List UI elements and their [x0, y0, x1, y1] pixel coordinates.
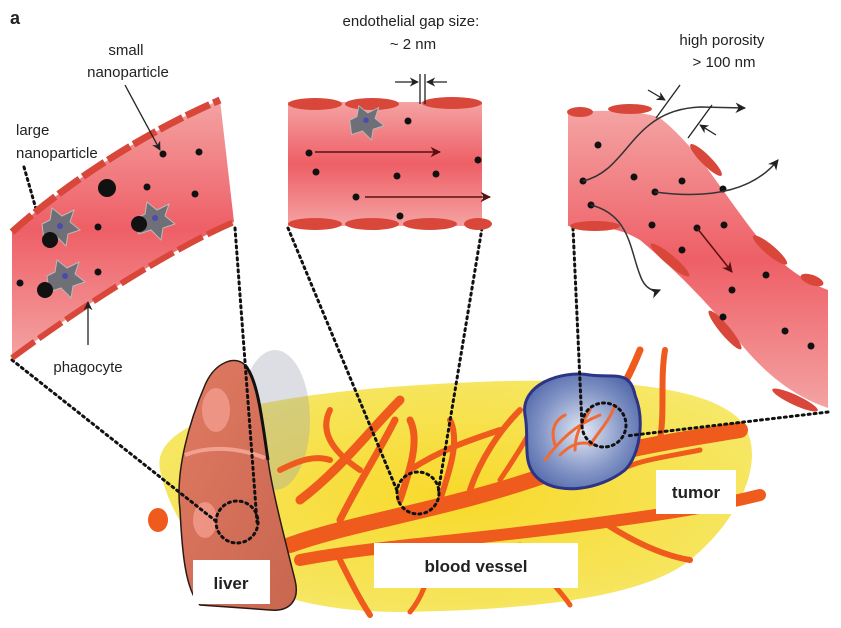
- tumor-vessel-panel: high porosity > 100 nm: [567, 32, 828, 412]
- panel-label: a: [10, 8, 21, 28]
- extravasation-arrows: [582, 102, 779, 299]
- tumor-label-box: tumor: [656, 470, 736, 514]
- phagocyte-cells: [37, 201, 177, 300]
- phagocyte-label: phagocyte: [53, 359, 122, 376]
- blood-vessel-label: blood vessel: [425, 557, 528, 576]
- tumor-label: tumor: [672, 483, 721, 502]
- tumor-zoom-circle: [580, 401, 628, 449]
- small-nanoparticle-pointer: [124, 84, 161, 151]
- endothelial-gap-label-line1: endothelial gap size:: [343, 13, 480, 30]
- porosity-indicator: [647, 84, 717, 139]
- small-nanoparticle-label-line2: nanoparticle: [87, 64, 169, 81]
- connector-vessel-right: [436, 226, 484, 495]
- tissue-scene: liver blood vessel tumor: [148, 346, 766, 618]
- connector-tumor-left: [571, 226, 584, 427]
- small-nanoparticles: [579, 141, 815, 350]
- phagocyte-cell: [37, 259, 87, 300]
- intravascular-flow-arrow: [696, 227, 733, 273]
- large-nanoparticle-label-line2: nanoparticle: [16, 145, 98, 162]
- connector-liver-right: [233, 226, 259, 524]
- liver-vessel-panel: small nanoparticle large nanoparticle ph…: [9, 42, 236, 376]
- high-porosity-label: high porosity > 100 nm: [679, 32, 768, 71]
- phagocyte-cell: [41, 207, 82, 248]
- endothelial-gap-label-line2: ~ 2 nm: [390, 36, 436, 53]
- endothelial-gap-label: endothelial gap size: ~ 2 nm: [343, 13, 484, 53]
- blood-vessel-label-box: blood vessel: [374, 543, 578, 588]
- tumor-vessel-wall: [568, 110, 828, 408]
- normal-vessel-wall: [288, 102, 482, 226]
- phagocyte-cell: [131, 201, 177, 242]
- small-nanoparticle-label: small nanoparticle: [87, 42, 169, 81]
- connector-tumor-right: [624, 410, 830, 438]
- endothelial-cells: [567, 104, 824, 412]
- normal-vessel-panel: endothelial gap size: ~ 2 nm: [288, 13, 492, 230]
- zoom-connectors: [10, 165, 830, 524]
- small-nanoparticle-label-line1: small: [108, 42, 143, 59]
- large-nanoparticle-label: large nanoparticle: [16, 122, 98, 162]
- connector-vessel-left: [286, 226, 400, 495]
- large-nanoparticle-label-line1: large: [16, 122, 49, 139]
- endothelial-gap-indicator: [395, 74, 447, 104]
- liver-label: liver: [214, 574, 249, 593]
- flow-arrows: [315, 146, 492, 203]
- small-nanoparticles: [16, 148, 203, 287]
- connector-liver-left: [10, 358, 219, 524]
- endothelial-cells: [288, 97, 492, 230]
- phagocyte-cell: [349, 104, 385, 141]
- liver-label-box: liver: [193, 560, 270, 604]
- vessel-zoom-circle: [395, 470, 441, 516]
- small-nanoparticles: [305, 117, 482, 220]
- liver: [148, 359, 297, 611]
- high-porosity-label-line2: > 100 nm: [693, 54, 756, 71]
- large-nanoparticle: [98, 179, 116, 197]
- high-porosity-label-line1: high porosity: [679, 32, 765, 49]
